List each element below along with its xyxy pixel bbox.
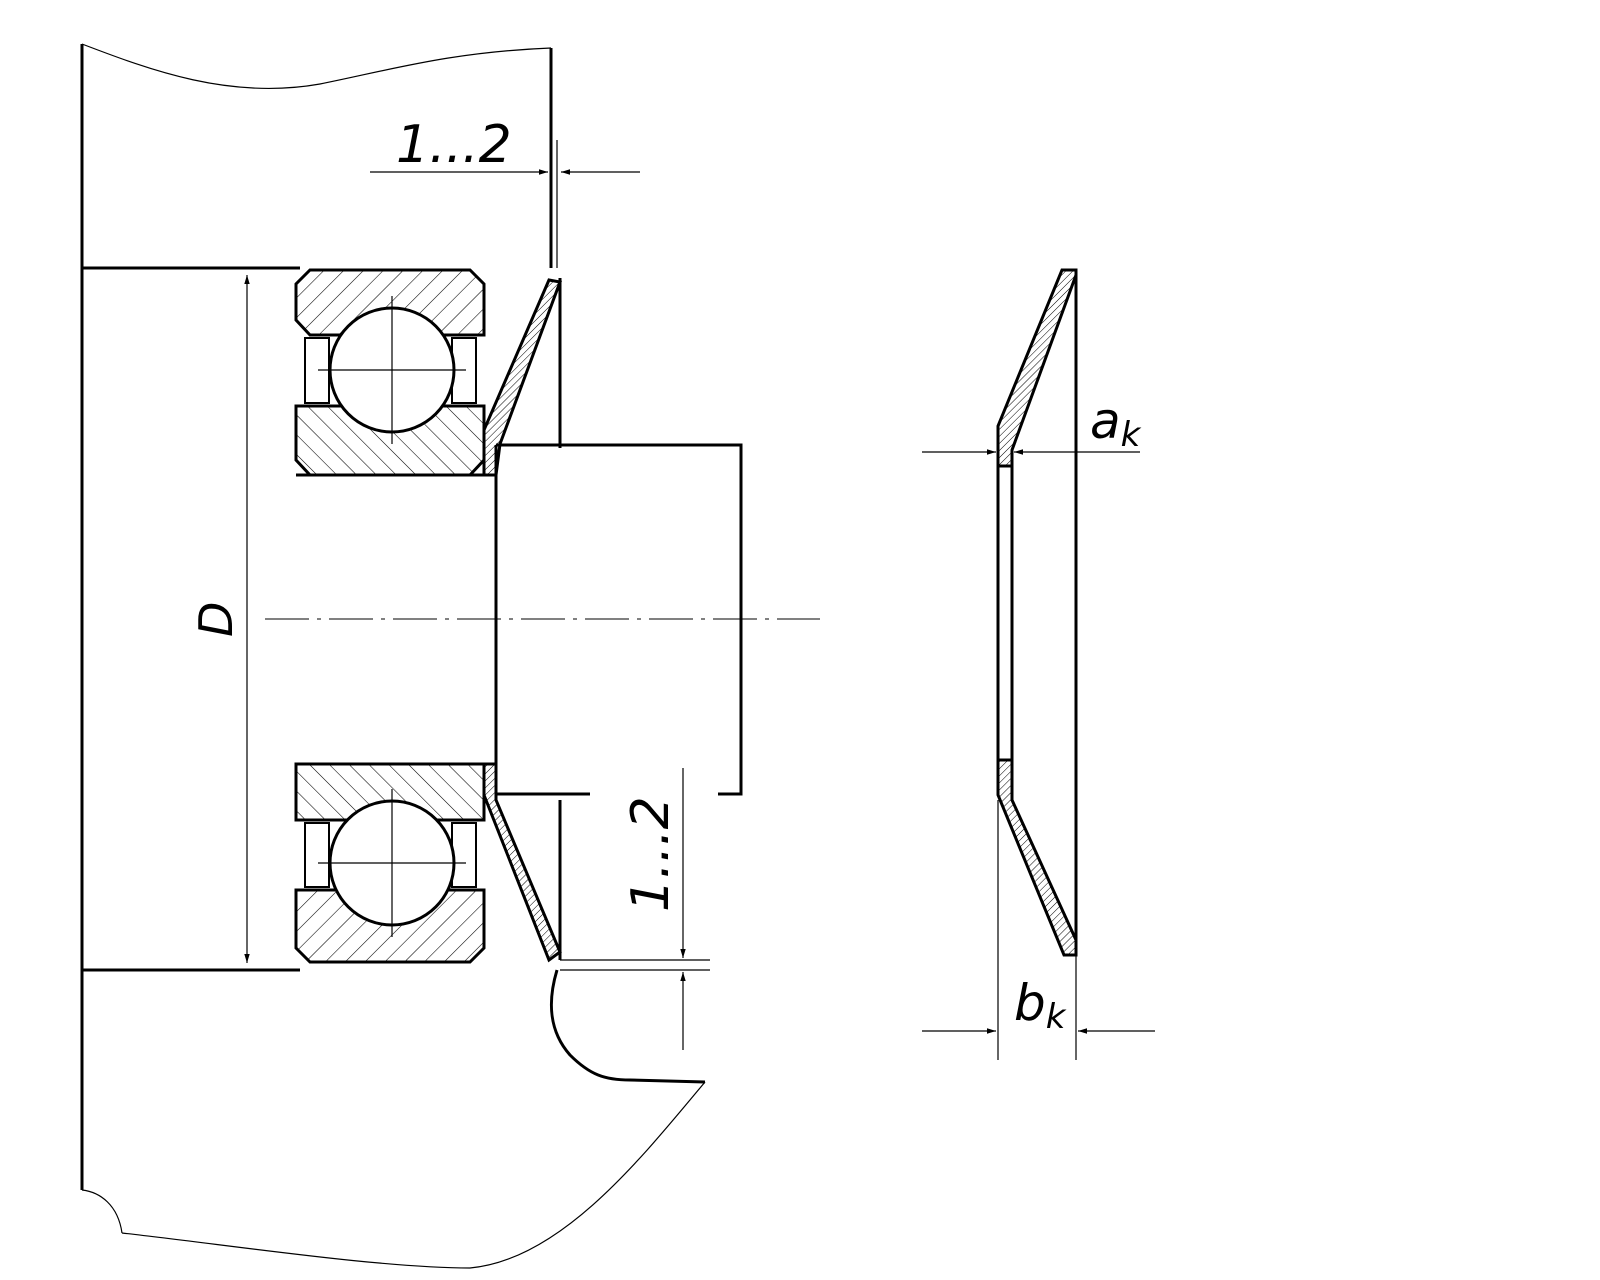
gap-bottom-label: 1...2 [621, 796, 681, 912]
a-k-label: ak [1090, 392, 1142, 455]
bearing-top [294, 268, 486, 477]
dimension-gap-bottom: 1...2 [560, 768, 710, 1050]
spring-washer-detail [996, 268, 1078, 957]
b-k-label: bk [1014, 974, 1067, 1037]
gap-top-label: 1...2 [396, 115, 512, 175]
dimension-thickness-a: ak [922, 392, 1142, 455]
b-main: b [1014, 974, 1046, 1032]
dimension-height-b: bk [922, 800, 1155, 1060]
a-main: a [1090, 392, 1121, 450]
dimension-diameter: D [189, 275, 250, 963]
bearing-bottom [294, 762, 486, 964]
dimension-gap-top: 1...2 [370, 115, 640, 175]
b-sub: k [1046, 997, 1067, 1037]
diameter-label: D [189, 602, 243, 637]
spring-washer-installed [482, 278, 563, 963]
a-sub: k [1121, 415, 1142, 455]
housing [80, 43, 706, 1269]
